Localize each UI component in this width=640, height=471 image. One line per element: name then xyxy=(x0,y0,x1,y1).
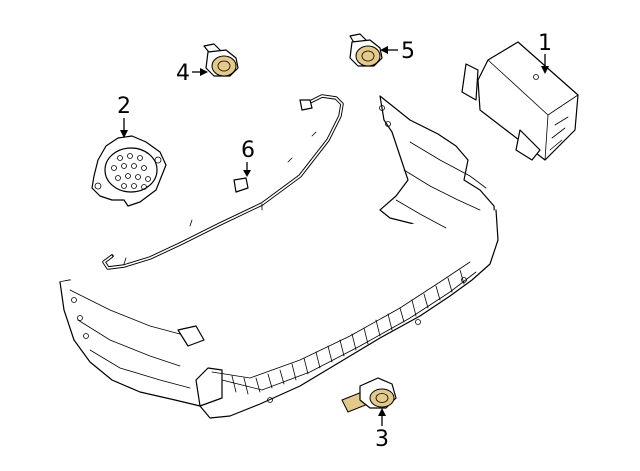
callout-1: 1 xyxy=(538,31,552,74)
callout-6-label: 6 xyxy=(241,138,255,163)
callout-6: 6 xyxy=(241,138,255,177)
callout-5-label: 5 xyxy=(401,39,415,64)
callout-1-label: 1 xyxy=(538,31,552,56)
callout-5: 5 xyxy=(380,39,415,64)
callout-3-label: 3 xyxy=(375,427,389,452)
part-6-wiring-harness[interactable] xyxy=(102,94,344,270)
callout-4: 4 xyxy=(176,61,208,86)
callout-2-label: 2 xyxy=(117,94,131,119)
part-1-control-module[interactable] xyxy=(461,41,579,161)
part-3-park-sensor[interactable] xyxy=(341,377,397,413)
callout-4-label: 4 xyxy=(176,61,190,86)
part-4-park-sensor[interactable] xyxy=(203,43,239,77)
part-5-park-sensor[interactable] xyxy=(349,33,383,67)
rear-bumper-cover[interactable] xyxy=(59,95,499,419)
part-2-buzzer[interactable] xyxy=(91,135,167,207)
callout-2: 2 xyxy=(117,94,131,138)
callout-3: 3 xyxy=(375,408,389,452)
